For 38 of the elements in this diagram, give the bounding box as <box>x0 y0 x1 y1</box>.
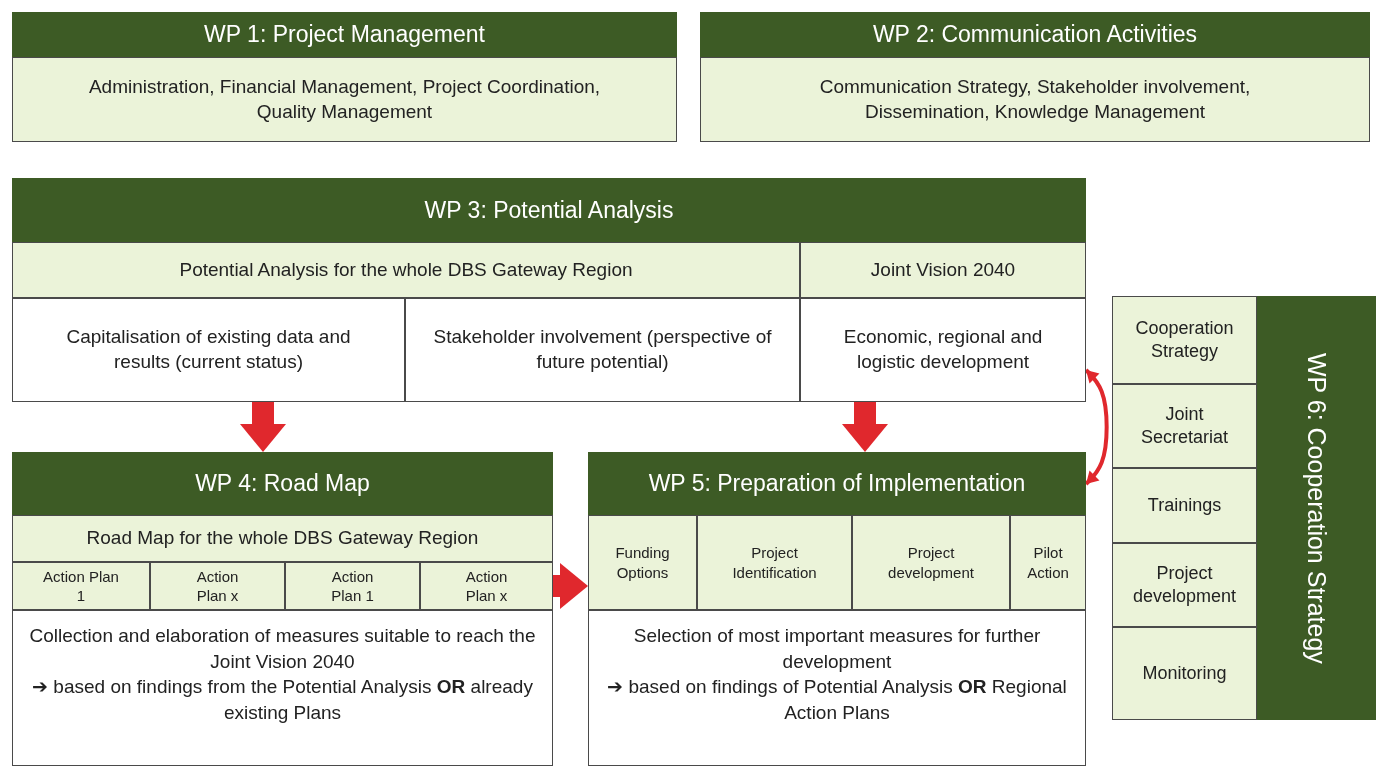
task-cell: Joint Secretariat <box>1112 384 1257 468</box>
block-arrow <box>842 402 888 452</box>
wp-header: WP 5: Preparation of Implementation <box>588 452 1086 515</box>
wp-header: WP 1: Project Management <box>12 12 677 57</box>
wp-header: WP 4: Road Map <box>12 452 553 515</box>
work-package-panel <box>12 178 1086 402</box>
wp-header: WP 6: Cooperation Strategy <box>1257 296 1376 720</box>
wp-header: WP 2: Communication Activities <box>700 12 1370 57</box>
task-cell: Road Map for the whole DBS Gateway Region <box>12 515 553 562</box>
task-cell: Economic, regional and logistic development <box>800 298 1086 402</box>
work-package-panel <box>700 12 1370 142</box>
task-cell: Project Identification <box>697 515 852 610</box>
task-cell: Joint Vision 2040 <box>800 242 1086 298</box>
description-text: ➔ based on findings of Potential Analysis OR Regional Action Plans <box>606 675 1068 725</box>
work-package-panel <box>1112 296 1376 720</box>
task-cell: Potential Analysis for the whole DBS Gateway Region <box>12 242 800 298</box>
block-arrow <box>240 402 286 452</box>
block-arrow <box>553 563 588 609</box>
task-cell: Capitalisation of existing data and results (current status) <box>12 298 405 402</box>
description-text: Selection of most important measures for further development <box>632 624 1042 674</box>
task-cell: Stakeholder involvement (perspective of future potential) <box>405 298 800 402</box>
task-cell: Administration, Financial Management, Project Coordination, Quality Management <box>12 57 677 142</box>
task-cell: Action Plan 1 <box>285 562 420 610</box>
task-cell: Trainings <box>1112 468 1257 543</box>
task-cell: Cooperation Strategy <box>1112 296 1257 384</box>
work-package-panel <box>12 12 677 142</box>
task-cell: Funding Options <box>588 515 697 610</box>
wp-header: WP 3: Potential Analysis <box>12 178 1086 242</box>
task-cell: Action Plan x <box>150 562 285 610</box>
curved-arrow <box>1084 368 1109 486</box>
description-text: ➔ based on findings from the Potential Analysis OR already existing Plans <box>31 675 534 725</box>
task-cell: Project development <box>1112 543 1257 627</box>
task-cell: Communication Strategy, Stakeholder involvement, Dissemination, Knowledge Management <box>700 57 1370 142</box>
task-cell: Monitoring <box>1112 627 1257 720</box>
task-cell: Action Plan 1 <box>12 562 150 610</box>
task-cell: Project development <box>852 515 1010 610</box>
task-cell: Pilot Action <box>1010 515 1086 610</box>
task-cell: Action Plan x <box>420 562 553 610</box>
